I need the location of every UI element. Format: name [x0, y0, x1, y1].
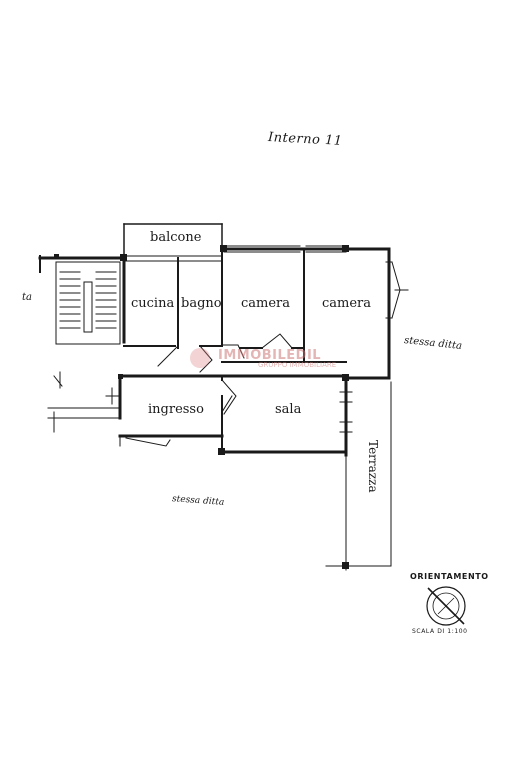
door-swings [157, 333, 293, 415]
watermark-brand: IMMOBILEDIL [218, 348, 322, 363]
scale-label: SCALA DI 1:100 [412, 628, 468, 635]
right-window [385, 261, 409, 319]
entrance-details [47, 371, 171, 447]
interior-walls [123, 248, 347, 453]
outer-walls [38, 247, 391, 457]
watermark-logo-icon [190, 348, 210, 368]
room-label-terrazza: Terrazza [366, 440, 380, 493]
note-left-edge: ta [22, 292, 32, 303]
room-label-camera-2: camera [322, 296, 372, 311]
compass-rose-icon [426, 586, 466, 626]
room-label-sala: sala [275, 402, 302, 417]
staircase [39, 255, 121, 345]
terrace-boundaries [325, 381, 392, 571]
room-label-camera-1: camera [241, 296, 291, 311]
top-window-bands [123, 245, 347, 262]
room-label-bagno: bagno [181, 296, 222, 311]
wall-pillars [54, 245, 349, 569]
room-label-cucina: cucina [131, 296, 175, 311]
room-label-balcone: balcone [150, 230, 202, 245]
room-label-ingresso: ingresso [148, 402, 204, 417]
watermark-subtitle: GRUPPO IMMOBILIARE [258, 361, 337, 369]
watermark: IMMOBILEDIL GRUPPO IMMOBILIARE [218, 348, 336, 369]
orientation-label: ORIENTAMENTO [410, 572, 489, 581]
